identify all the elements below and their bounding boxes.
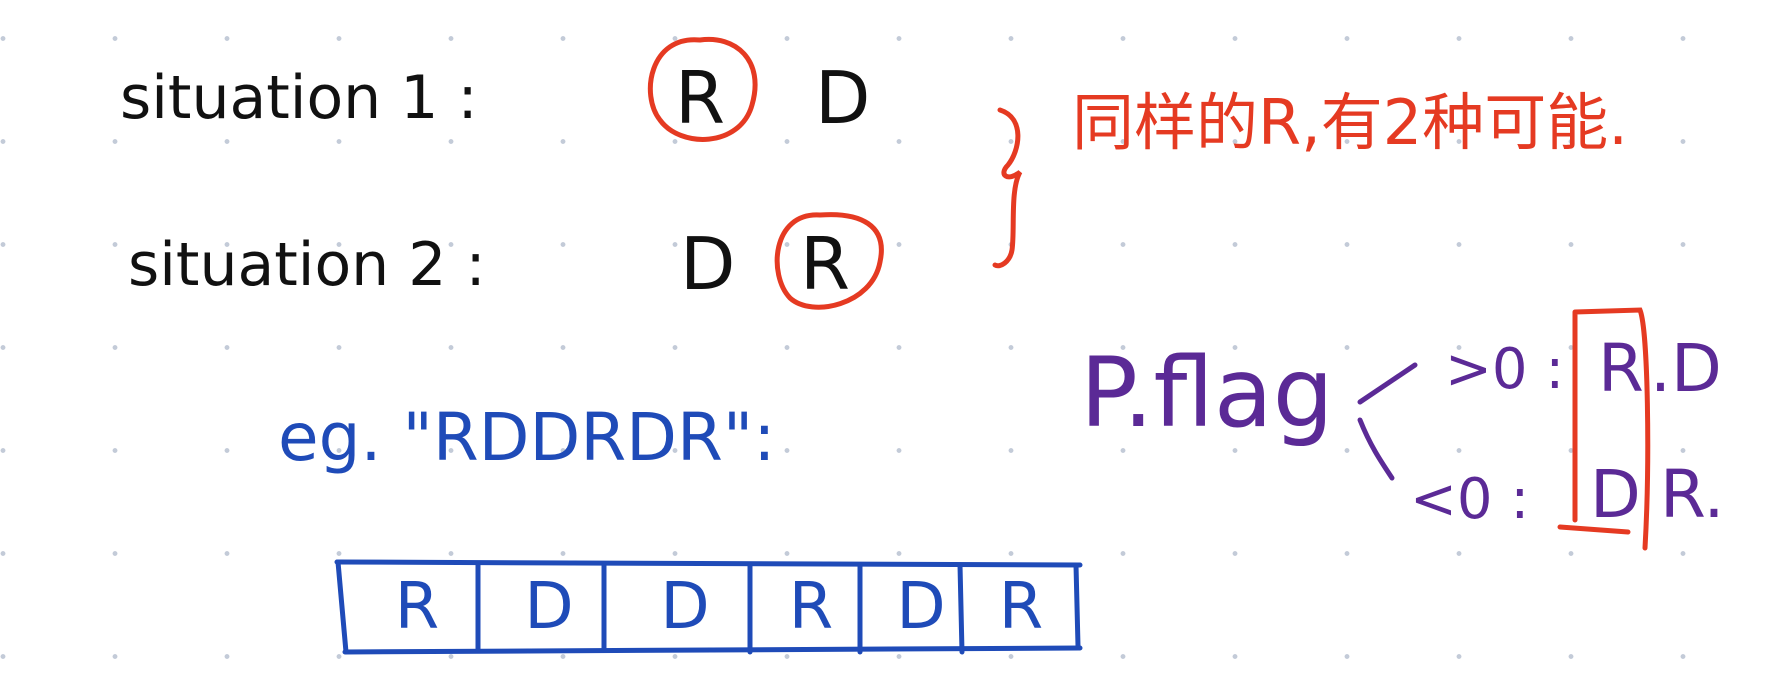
cell-letter: R: [998, 570, 1044, 644]
flag-positive-second: .D: [1650, 330, 1722, 407]
flag-positive-condition: >0 :: [1445, 337, 1565, 402]
cell-letter: R: [394, 570, 440, 644]
cell-letter: R: [788, 570, 834, 644]
flag-negative-condition: <0 :: [1410, 467, 1530, 532]
cell-letter: D: [524, 570, 574, 644]
situation-1-first-letter: R: [675, 56, 726, 140]
cell-letter: D: [896, 570, 946, 644]
situation-2-label: situation 2 :: [128, 230, 486, 300]
red-bracket: [1557, 307, 1651, 551]
red-circle: [647, 36, 758, 142]
situation-2-first-letter: D: [680, 222, 736, 306]
flag-negative-second: R.: [1660, 456, 1725, 533]
situation-2-second-letter: R: [800, 222, 851, 306]
situation-1-second-letter: D: [815, 56, 871, 140]
example-label: eg. "RDDRDR":: [278, 399, 776, 476]
flag-label: P.flag: [1080, 337, 1334, 449]
flag-positive-first: R: [1598, 330, 1644, 407]
red-circle: [774, 212, 884, 310]
cell-letter: D: [660, 570, 710, 644]
possibility-note: 同样的R,有2种可能.: [1072, 86, 1628, 159]
branch-stroke-down: [1357, 417, 1395, 481]
branch-stroke-up: [1357, 362, 1418, 405]
flag-negative-first: D: [1590, 456, 1641, 533]
example-table: [334, 559, 1083, 655]
situation-1-label: situation 1 :: [120, 63, 478, 133]
curly-brace: [992, 107, 1023, 269]
